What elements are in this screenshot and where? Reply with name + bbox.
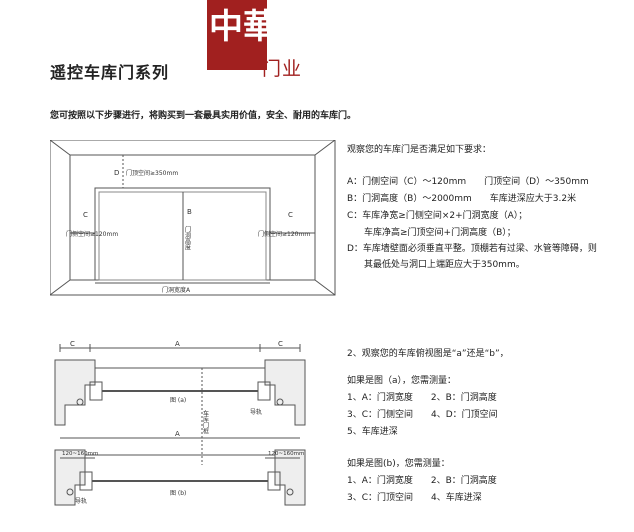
- section2-lead: 2、观察您的车库俯视图是“a”还是“b”，: [347, 349, 509, 359]
- case-a-item-3: 5、车库进深: [347, 427, 398, 437]
- brand-name: 门业: [262, 58, 303, 80]
- center-frame-label: 车库门框: [202, 409, 209, 435]
- page-title: 遥控车库门系列: [50, 63, 170, 82]
- brand-logo: 中華門: [207, 0, 311, 70]
- fig-b-label: 图 (b): [170, 490, 186, 497]
- case-a-item-1: 1、A：门洞宽度 2、B：门洞高度: [347, 393, 497, 403]
- section1-item-c2: 车库净高≥门顶空间+门洞高度（B）；: [364, 228, 516, 238]
- rail-a-label: 导轨: [250, 408, 262, 416]
- side-space-right-label: 门侧空间≥120mm: [258, 230, 310, 238]
- dim-right-label: 120~160mm: [268, 451, 304, 457]
- case-b-item-2: 3、C：门顶空间 4、车库进深: [347, 493, 482, 503]
- plan-view-diagram: C A C 图 (a) 车库门框 导轨 A 120~160mm 120~160m…: [54, 340, 306, 506]
- door-height-label: 门洞高度: [184, 225, 191, 251]
- section1-item-d: D：车库墙壁面必须垂直平整。顶棚若有过梁、水管等障碍，则: [347, 244, 597, 254]
- c-right-label: C: [288, 211, 293, 219]
- dim-left-label: 120~160mm: [62, 451, 98, 457]
- plan-c-left: C: [70, 340, 75, 348]
- rail-b-label: 导轨: [75, 497, 87, 505]
- side-space-left-label: 门侧空间≥120mm: [66, 230, 118, 238]
- section1-item-b: B：门洞高度（B）～2000mm 车库进深应大于3.2米: [347, 194, 577, 204]
- d-label: D: [114, 169, 119, 177]
- front-elevation-diagram: D 门顶空间≥350mm B 门洞高度 C C 门侧空间≥120mm 门侧空间≥…: [50, 140, 336, 296]
- case-b-title: 如果是图(b)，您需测量：: [347, 459, 450, 469]
- section1-item-d2: 其最低处与洞口上端距应大于350mm。: [364, 260, 525, 270]
- fig-a-label: 图 (a): [170, 397, 186, 404]
- b-label: B: [187, 208, 192, 216]
- plan-a-top: A: [175, 340, 180, 348]
- case-a-title: 如果是图（a），您需测量：: [347, 376, 457, 386]
- case-a-item-2: 3、C：门侧空间 4、D：门顶空间: [347, 410, 498, 420]
- section1-item-c: C：车库净宽≥门侧空间×2+门洞宽度（A）；: [347, 211, 528, 221]
- case-b-item-1: 1、A：门洞宽度 2、B：门洞高度: [347, 476, 497, 486]
- plan-c-right: C: [278, 340, 283, 348]
- logo-mark: 中華門: [209, 7, 311, 47]
- c-left-label: C: [83, 211, 88, 219]
- plan-a-bottom: A: [175, 430, 180, 438]
- section1-lead: 观察您的车库门是否满足如下要求：: [347, 145, 492, 155]
- intro-text: 您可按照以下步骤进行，将购买到一套最具实用价值，安全、耐用的车库门。: [50, 111, 357, 121]
- door-width-label: 门洞宽度A: [162, 286, 191, 294]
- top-space-label: 门顶空间≥350mm: [126, 169, 178, 177]
- section1-item-a: A：门侧空间（C）～120mm 门顶空间（D）～350mm: [347, 177, 589, 187]
